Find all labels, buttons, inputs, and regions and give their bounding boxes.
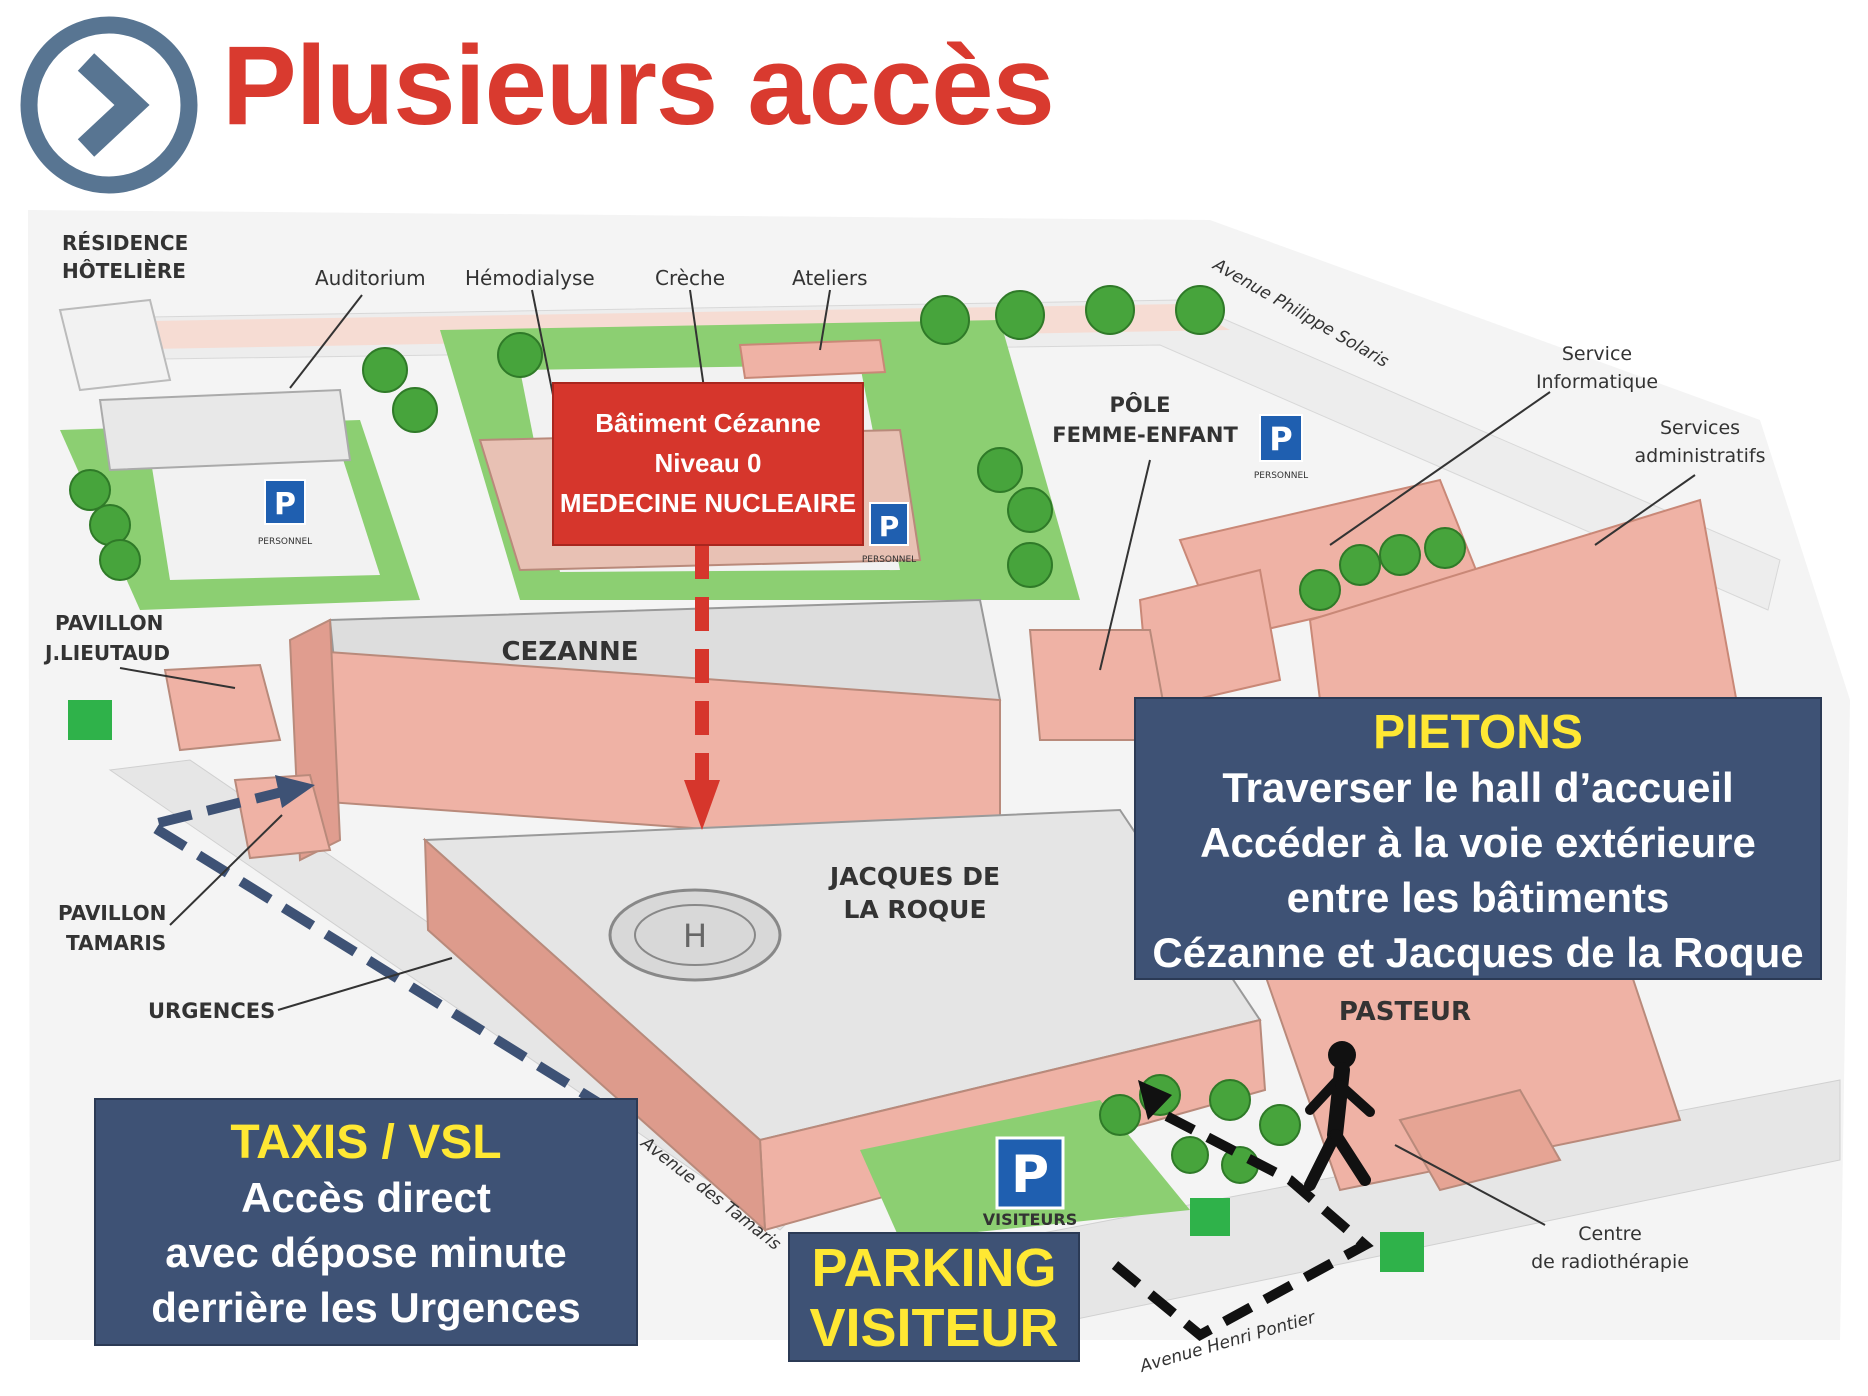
parking-personnel-label: PERSONNEL [862, 555, 916, 565]
leader-lines [119, 289, 1696, 1226]
label-centre-radio-1: Centre [1578, 1223, 1642, 1245]
panel-taxis-line3: derrière les Urgences [151, 1284, 581, 1331]
taxi-route-line [137, 785, 613, 1115]
svg-text:H: H [683, 917, 707, 955]
panel-pietons-line4: Cézanne et Jacques de la Roque [1152, 929, 1804, 976]
panel-pietons-line1: Traverser le hall d’accueil [1222, 764, 1734, 811]
panel-taxis-line1: Accès direct [241, 1174, 491, 1221]
label-pasteur: PASTEUR [1339, 997, 1471, 1027]
label-residence-1: RÉSIDENCE [62, 231, 188, 255]
label-centre-radio-2: de radiothérapie [1531, 1251, 1689, 1273]
label-lieutaud-1: PAVILLON [55, 611, 163, 635]
parking-letter: P [879, 510, 900, 543]
label-services-admin-1: Services [1660, 417, 1740, 439]
label-urgences: URGENCES [148, 999, 275, 1023]
helipad-icon: H [608, 888, 782, 982]
label-jacques-2: LA ROQUE [843, 895, 986, 924]
panel-taxis-line2: avec dépose minute [165, 1229, 567, 1276]
parking-sign-icon [264, 414, 1303, 1210]
label-lieutaud-2: J.LIEUTAUD [43, 641, 170, 665]
label-service-info-1: Service [1562, 343, 1632, 365]
parking-personnel-label: PERSONNEL [1254, 471, 1308, 481]
building-ateliers [738, 338, 887, 380]
building-jdlr-left [423, 837, 767, 1233]
panel-pietons-heading: PIETONS [1373, 706, 1583, 759]
panel-pietons-line3: entre les bâtiments [1286, 874, 1670, 921]
panel-pietons-line2: Accéder à la voie extérieure [1200, 819, 1756, 866]
label-creche: Crèche [655, 266, 725, 290]
label-auditorium: Auditorium [315, 266, 426, 290]
taxi-route-arrowhead [275, 775, 315, 808]
label-tamaris-2: TAMARIS [66, 931, 166, 955]
label-services-admin-2: administratifs [1635, 445, 1766, 467]
panel-taxis-heading: TAXIS / VSL [230, 1116, 502, 1169]
pedestrian-route-arrowhead [1138, 1080, 1172, 1120]
label-cezanne: CEZANNE [501, 637, 638, 667]
trees [69, 285, 1466, 1184]
label-pole-1: PÔLE [1110, 392, 1171, 417]
chevron-right-circle-icon [20, 16, 198, 194]
parking-visiteurs-label: VISITEURS [983, 1210, 1078, 1229]
callout-cezanne-line1: Bâtiment Cézanne [595, 408, 821, 438]
building-lieutaud [163, 663, 282, 752]
building-auditorium [98, 388, 352, 472]
label-ateliers: Ateliers [792, 266, 868, 290]
bus-stop-icon [68, 700, 1424, 1272]
building-residence [58, 298, 172, 392]
page-title: Plusieurs accès [222, 23, 1055, 148]
panel-parking-line1: PARKING [811, 1238, 1057, 1298]
panel-taxis: TAXIS / VSL Accès direct avec dépose min… [94, 1098, 638, 1346]
label-pole-2: FEMME-ENFANT [1052, 423, 1238, 447]
panel-pietons: PIETONS Traverser le hall d’accueil Accé… [1134, 697, 1822, 980]
cezanne-route-arrowhead [684, 780, 720, 830]
callout-cezanne-line3: MEDECINE NUCLEAIRE [559, 488, 857, 518]
label-tamaris-1: PAVILLON [58, 901, 166, 925]
label-residence-2: HÔTELIÈRE [62, 259, 186, 283]
panel-parking-visiteur: PARKING VISITEUR [788, 1232, 1080, 1362]
parking-personnel-label: PERSONNEL [258, 537, 312, 547]
pedestrian-route-line [1111, 1105, 1374, 1342]
panel-parking-line2: VISITEUR [809, 1298, 1059, 1358]
callout-cezanne-line2: Niveau 0 [654, 448, 762, 478]
parking-letter: P [1011, 1145, 1049, 1205]
pedestrian-icon [1304, 1041, 1375, 1191]
label-service-info-2: Informatique [1536, 371, 1658, 393]
parking-letter: P [274, 487, 296, 522]
label-hemodialyse: Hémodialyse [465, 266, 595, 290]
parking-letter: P [1269, 420, 1292, 458]
callout-cezanne: Bâtiment Cézanne Niveau 0 MEDECINE NUCLE… [552, 382, 864, 546]
building-radio [1398, 1088, 1562, 1192]
label-jacques-1: JACQUES DE [828, 862, 1000, 891]
